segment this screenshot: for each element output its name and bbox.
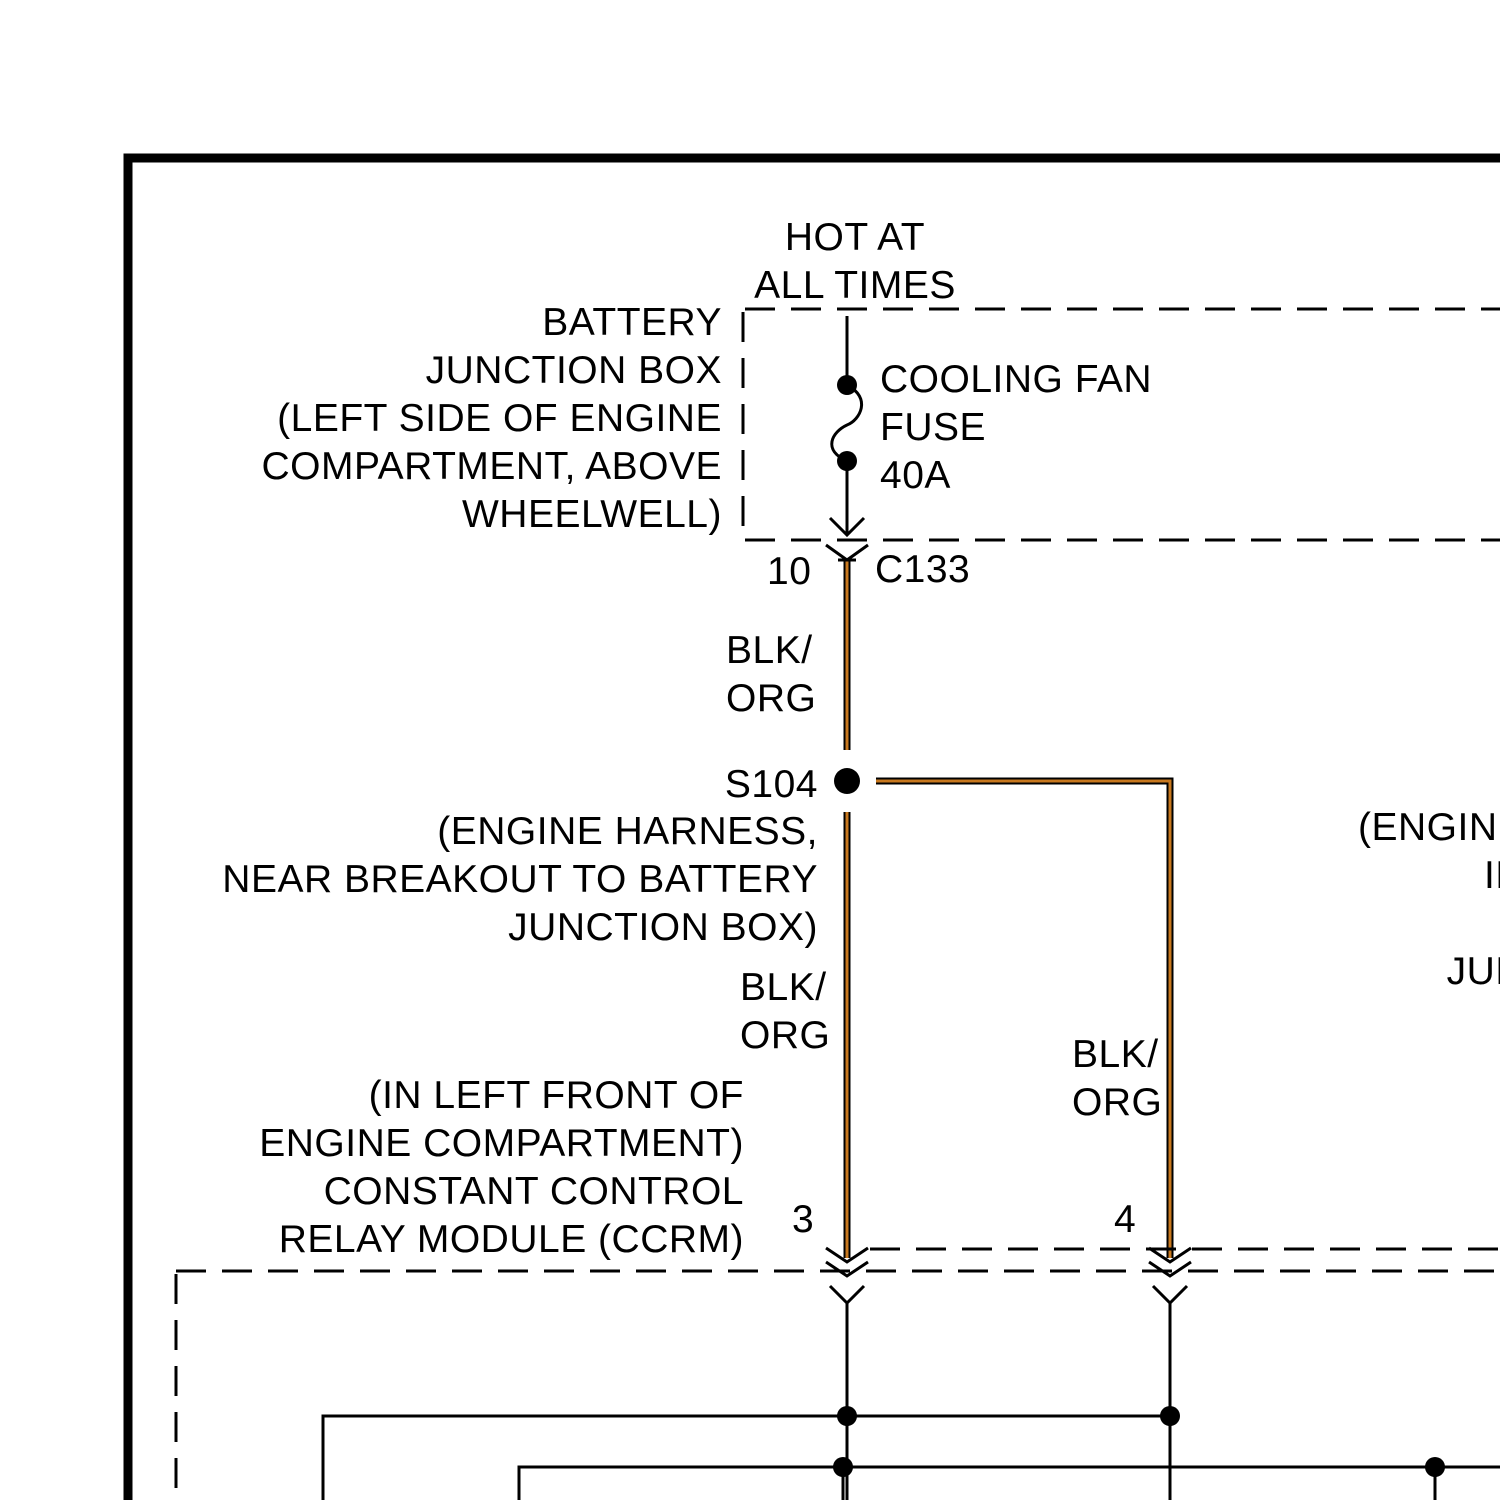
cooling-fan-fuse-label: COOLING FAN FUSE 40A	[880, 356, 1152, 500]
hot-at-all-times-label: HOT AT ALL TIMES	[748, 214, 962, 310]
wire-color-label: BLK/ ORG	[726, 627, 816, 723]
splice-s104-label: S104	[600, 761, 818, 809]
ccrm-label: (IN LEFT FRONT OF ENGINE COMPARTMENT) CO…	[150, 1072, 744, 1264]
engine-harness-cutoff-label: (ENGINE IN T JUN	[1300, 804, 1500, 996]
wire-color-label: BLK/ ORG	[1072, 1031, 1162, 1127]
connector-pin-10-label: 10	[767, 548, 811, 596]
wire-color-label: BLK/ ORG	[740, 964, 830, 1060]
connector-c133-label: C133	[875, 546, 970, 594]
ccrm-pin-4-label: 4	[1114, 1196, 1136, 1244]
ccrm-pin-3-label: 3	[792, 1196, 814, 1244]
splice-location-label: (ENGINE HARNESS, NEAR BREAKOUT TO BATTER…	[150, 808, 818, 952]
battery-junction-box-label: BATTERY JUNCTION BOX (LEFT SIDE OF ENGIN…	[200, 299, 722, 539]
